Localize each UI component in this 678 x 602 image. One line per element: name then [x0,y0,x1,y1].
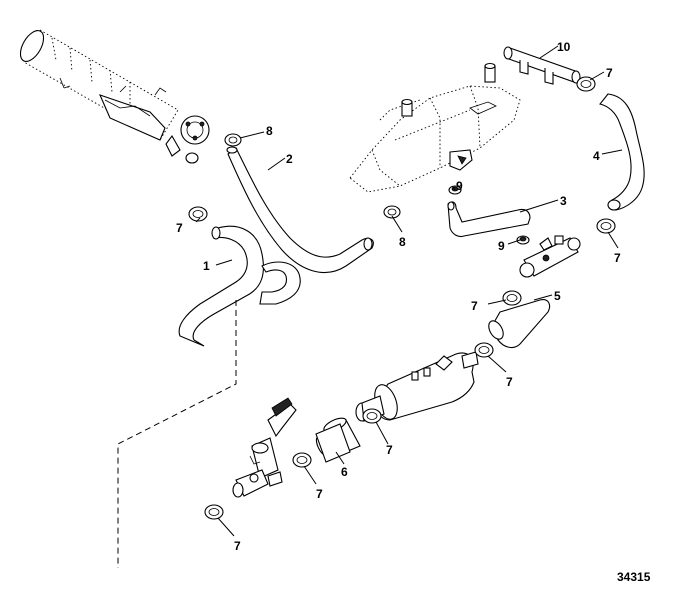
callout-9-top: 9 [456,179,463,193]
callout-7-g: 7 [316,487,323,501]
routing-dashed-line [117,300,237,568]
clamp-set [188,76,616,520]
callout-8-top: 8 [266,124,273,138]
part-10-rail [503,46,581,85]
part-5-sleeve [488,299,551,349]
exhaust-manifold [349,62,521,193]
part-4-hose [599,93,645,211]
callout-7-c: 7 [614,251,621,265]
callout-7-h: 7 [234,539,241,553]
drain-valve [232,397,297,498]
callout-5: 5 [554,289,561,303]
callout-9-mid: 9 [498,239,505,253]
callout-6: 6 [341,465,348,479]
callout-7-f: 7 [386,443,393,457]
clamp-8-set [224,133,401,219]
part-3-hose [447,201,531,238]
callout-7-b: 7 [606,66,613,80]
callout-7-d: 7 [471,299,478,313]
callout-7-e: 7 [506,375,513,389]
callout-3: 3 [560,194,567,208]
callout-1: 1 [203,259,210,273]
figure-number: 34315 [617,570,651,584]
callout-4: 4 [593,149,600,163]
cooler-assembly [19,29,210,164]
part-6-hose [315,417,361,463]
callout-labels: 1 2 3 4 5 6 10 8 8 9 9 7 7 7 7 7 7 7 7 [176,40,621,553]
leader-lines [195,45,623,537]
callout-2: 2 [286,152,293,166]
part-2-hose [226,146,374,274]
callout-10: 10 [557,40,571,54]
fitting-right [519,235,581,278]
callout-7-a: 7 [176,221,183,235]
callout-8-mid: 8 [399,235,406,249]
part-1-hose [178,225,301,347]
